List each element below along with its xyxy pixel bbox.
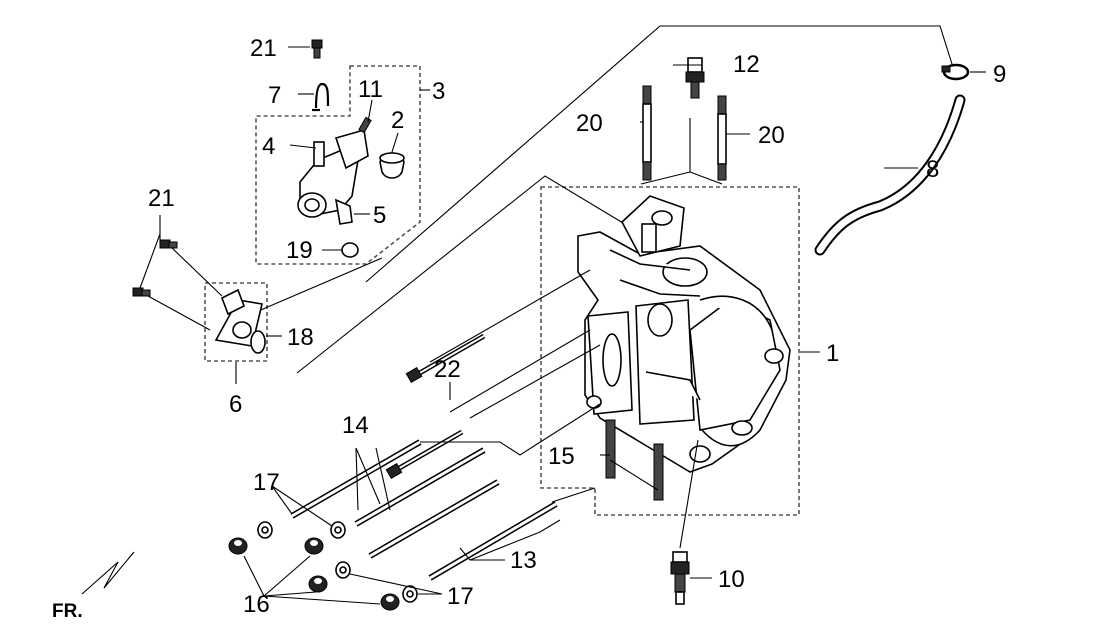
- bolt-21-left-a: [159, 239, 178, 249]
- callout-17-upper: 17: [253, 469, 280, 496]
- callout-3: 3: [432, 78, 445, 105]
- callout-16: 16: [243, 591, 270, 618]
- bolt-22-upper: [405, 333, 486, 384]
- stud-15-a: [605, 419, 616, 479]
- long-stud-14-b: [354, 447, 486, 527]
- callout-11: 11: [358, 76, 383, 103]
- hose-clamp: [941, 63, 970, 81]
- callout-13: 13: [510, 547, 537, 574]
- callout-8: 8: [926, 156, 939, 183]
- stud-15-b: [653, 443, 664, 501]
- callout-17-lower: 17: [447, 583, 474, 610]
- long-stud-14-a: [290, 439, 422, 519]
- callout-labels: 21 7 11 3 2 4 5 19 21 18 6 12 20 20 9 8 …: [148, 35, 1006, 618]
- group-box-water-outlet: [204, 282, 268, 362]
- callout-6: 6: [229, 391, 242, 418]
- vent-hose: [312, 82, 330, 112]
- callout-10: 10: [718, 566, 745, 593]
- stud-20-right: [717, 95, 727, 181]
- callout-14: 14: [342, 412, 369, 439]
- bolt-22-lower: [385, 429, 464, 480]
- callout-21-left: 21: [148, 185, 175, 212]
- callout-21-top: 21: [250, 35, 277, 62]
- long-stud-13-b: [428, 501, 558, 581]
- nuts-16: [228, 537, 400, 611]
- bolt-21-left-b: [132, 287, 151, 297]
- bolt-21-top: [311, 39, 323, 59]
- callout-5: 5: [373, 202, 386, 229]
- callout-20-left: 20: [576, 110, 603, 137]
- stud-20-left: [642, 85, 652, 181]
- cylinder-head: [577, 195, 791, 473]
- callout-12: 12: [733, 51, 760, 78]
- washers-17: [257, 521, 418, 603]
- callout-18: 18: [287, 324, 314, 351]
- group-box-cylinder-head: [540, 186, 800, 516]
- front-direction-marker: FR.: [52, 551, 135, 622]
- o-ring-19: [341, 242, 359, 258]
- connector-lines: [255, 25, 953, 374]
- callout-7: 7: [268, 82, 281, 109]
- water-outlet: [214, 288, 263, 347]
- leader-lines: [139, 46, 986, 605]
- callout-1: 1: [826, 340, 839, 367]
- callout-22: 22: [434, 356, 461, 383]
- thermostat-housing: [297, 128, 369, 225]
- radiator-hose: [814, 94, 966, 256]
- cap: [379, 152, 405, 179]
- callout-4: 4: [262, 133, 275, 160]
- temperature-sensor: [358, 116, 372, 134]
- callout-19: 19: [286, 237, 313, 264]
- callout-15: 15: [548, 443, 575, 470]
- o-ring-18: [250, 330, 266, 354]
- long-stud-13-a: [368, 479, 500, 559]
- callout-20-right: 20: [758, 122, 785, 149]
- front-marker-label: FR.: [52, 601, 83, 622]
- spark-plug: [670, 551, 690, 605]
- group-box-thermostat: [255, 65, 421, 265]
- sensor-plug: [685, 57, 705, 99]
- callout-2: 2: [391, 107, 404, 134]
- callout-9: 9: [993, 61, 1006, 88]
